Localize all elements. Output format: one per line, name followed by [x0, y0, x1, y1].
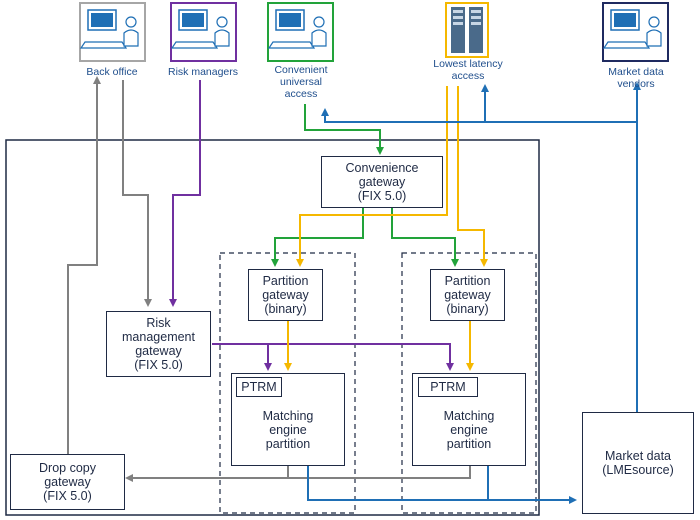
gateway-to-partition-2-green-connector [391, 208, 459, 267]
drop-copy-to-back-office-connector [67, 76, 101, 454]
partition-gateway-2: Partition gateway (binary) [430, 269, 505, 321]
matching-engine-1-text: Matching engine partition [262, 409, 314, 451]
lowest-latency-label: Lowest latency access [433, 58, 503, 82]
matching-engine-2-text: Matching engine partition [443, 409, 495, 451]
risk-managers-to-risk-gateway-connector [169, 80, 201, 307]
matching-engine-to-drop-copy-connector [287, 466, 471, 479]
server-rack-icon [445, 2, 489, 58]
market-data-lmesource: Market data (LMEsource) [582, 412, 694, 514]
risk-gateway-to-ptrm-connector [212, 343, 454, 371]
back-office-label: Back office [86, 66, 138, 78]
convenient-access-label: Convenient universal access [274, 64, 328, 100]
convenience-gateway: Convenience gateway (FIX 5.0) [321, 156, 443, 208]
back-office-to-risk-gateway-connector [122, 80, 152, 307]
risk-management-gateway: Risk management gateway (FIX 5.0) [106, 311, 211, 377]
market-data-vendors-label: Market data vendors [608, 66, 664, 90]
partition-group-1 [219, 252, 356, 514]
market-data-distribution-connector [321, 108, 637, 123]
market-data-vendors-workstation-icon [602, 2, 669, 62]
system-boundary [5, 139, 540, 516]
low-latency-to-partition-1-connector [296, 86, 448, 267]
ptrm-1: PTRM [236, 377, 282, 397]
convenient-access-workstation-icon [267, 2, 334, 62]
convenient-access-to-gateway-connector [304, 104, 384, 155]
partition-group-2 [401, 252, 537, 514]
low-latency-to-partition-2-connector [457, 86, 488, 267]
risk-managers-label: Risk managers [167, 66, 239, 78]
risk-managers-workstation-icon [170, 2, 237, 62]
ptrm-2: PTRM [418, 377, 478, 397]
drop-copy-gateway: Drop copy gateway (FIX 5.0) [10, 454, 125, 510]
partition-gateway-1: Partition gateway (binary) [248, 269, 323, 321]
back-office-workstation-icon [79, 2, 146, 62]
gateway-to-partition-1-green-connector [271, 208, 364, 267]
engine-1-to-market-data-connector [307, 466, 577, 504]
